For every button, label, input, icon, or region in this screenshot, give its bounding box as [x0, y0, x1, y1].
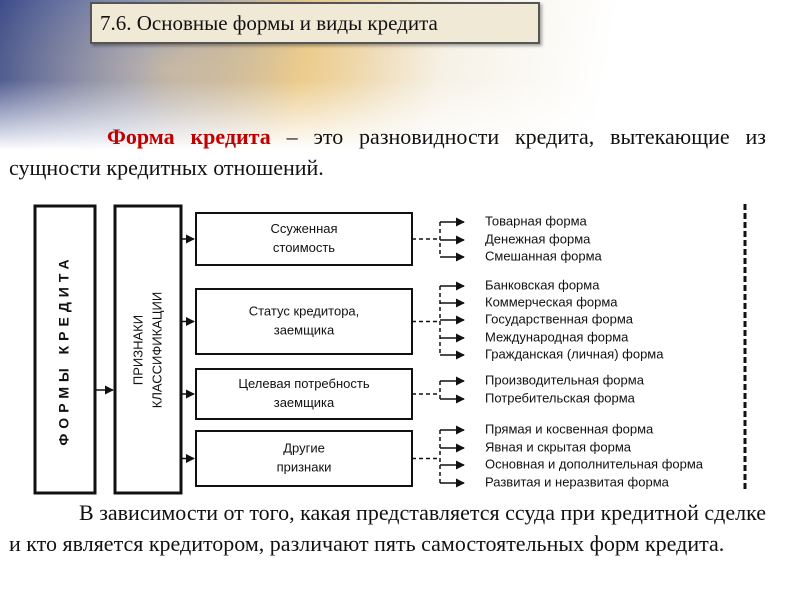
category-label: признаки [277, 459, 332, 474]
root-label: ФОРМЫ КРЕДИТА [56, 254, 72, 445]
form-item: Товарная форма [485, 213, 588, 228]
form-item: Прямая и косвенная форма [485, 421, 654, 436]
category-label: Целевая потребность [238, 376, 369, 391]
form-item: Явная и скрытая форма [485, 439, 632, 454]
form-item: Банковская форма [485, 277, 600, 292]
category-label: Ссуженная [270, 221, 337, 236]
category-label: Статус кредитора, [249, 303, 360, 318]
form-item: Основная и дополнительная форма [485, 456, 704, 471]
form-item: Государственная форма [485, 311, 634, 326]
form-item: Развитая и неразвитая форма [485, 474, 670, 489]
form-item: Коммерческая форма [485, 294, 618, 309]
category-label: стоимость [273, 240, 335, 255]
classification-box [115, 206, 181, 493]
form-item: Потребительская форма [485, 390, 636, 405]
form-item: Денежная форма [485, 231, 591, 246]
note-paragraph: В зависимости от того, какая представляе… [9, 497, 766, 559]
form-item: Международная форма [485, 329, 629, 344]
category-label: Другие [283, 440, 325, 455]
form-item: Смешанная форма [485, 248, 603, 263]
form-item: Гражданская (личная) форма [485, 346, 664, 361]
classification-label: ПРИЗНАКИ [130, 315, 145, 385]
category-label: заемщика [274, 395, 335, 410]
classification-label: КЛАССИФИКАЦИИ [149, 292, 164, 408]
category-label: заемщика [274, 322, 335, 337]
form-item: Производительная форма [485, 372, 645, 387]
